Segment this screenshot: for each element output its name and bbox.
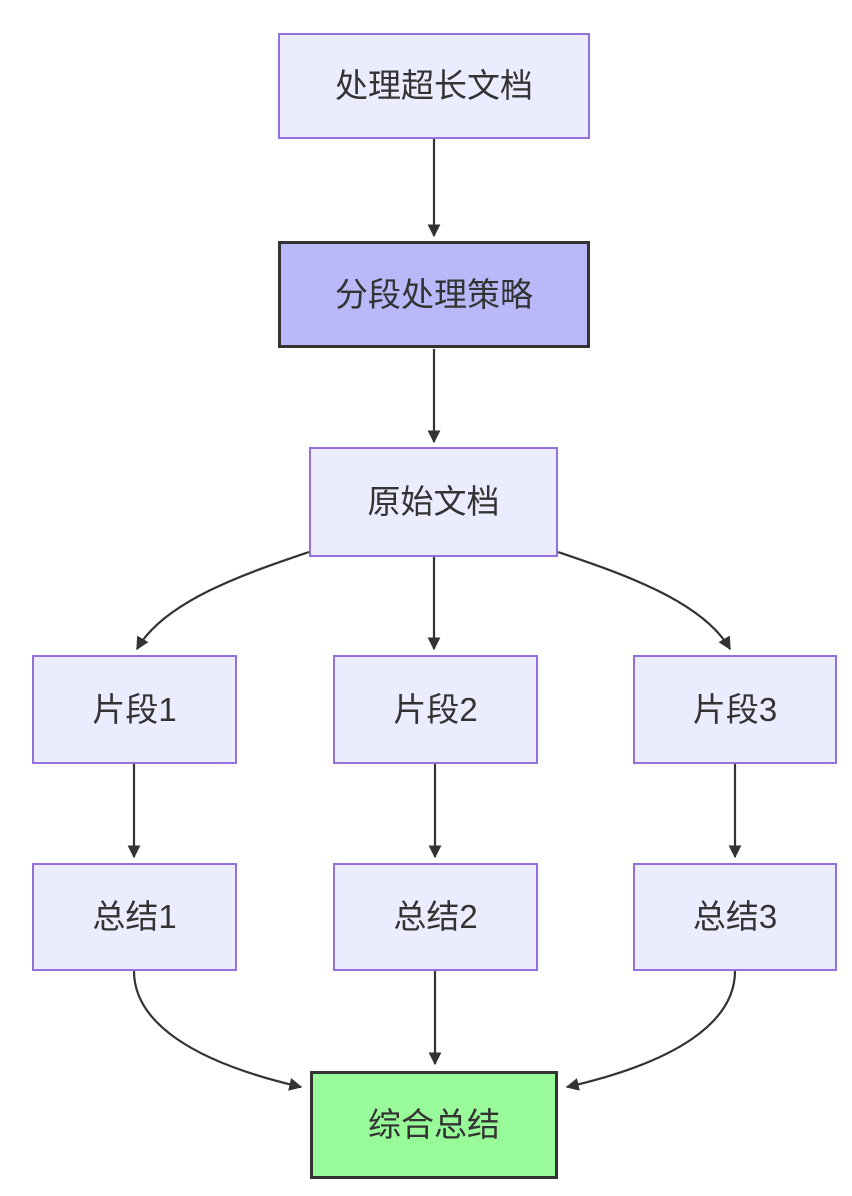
edge-summary3-to-final: [565, 970, 737, 1091]
node-process-long-document: 处理超长文档: [278, 33, 590, 139]
node-original-document: 原始文档: [309, 447, 558, 557]
node-segmentation-strategy: 分段处理策略: [278, 241, 590, 348]
edge-summary1-to-final: [132, 970, 303, 1091]
node-summary-1: 总结1: [32, 863, 237, 971]
node-fragment-3: 片段3: [633, 655, 837, 764]
node-final-summary: 综合总结: [310, 1071, 558, 1179]
node-fragment-1: 片段1: [32, 655, 237, 764]
node-fragment-2: 片段2: [333, 655, 538, 764]
node-summary-2: 总结2: [333, 863, 538, 971]
node-summary-3: 总结3: [633, 863, 837, 971]
edge-original-to-fragment1: [136, 550, 310, 651]
edge-original-to-fragment3: [557, 550, 731, 651]
